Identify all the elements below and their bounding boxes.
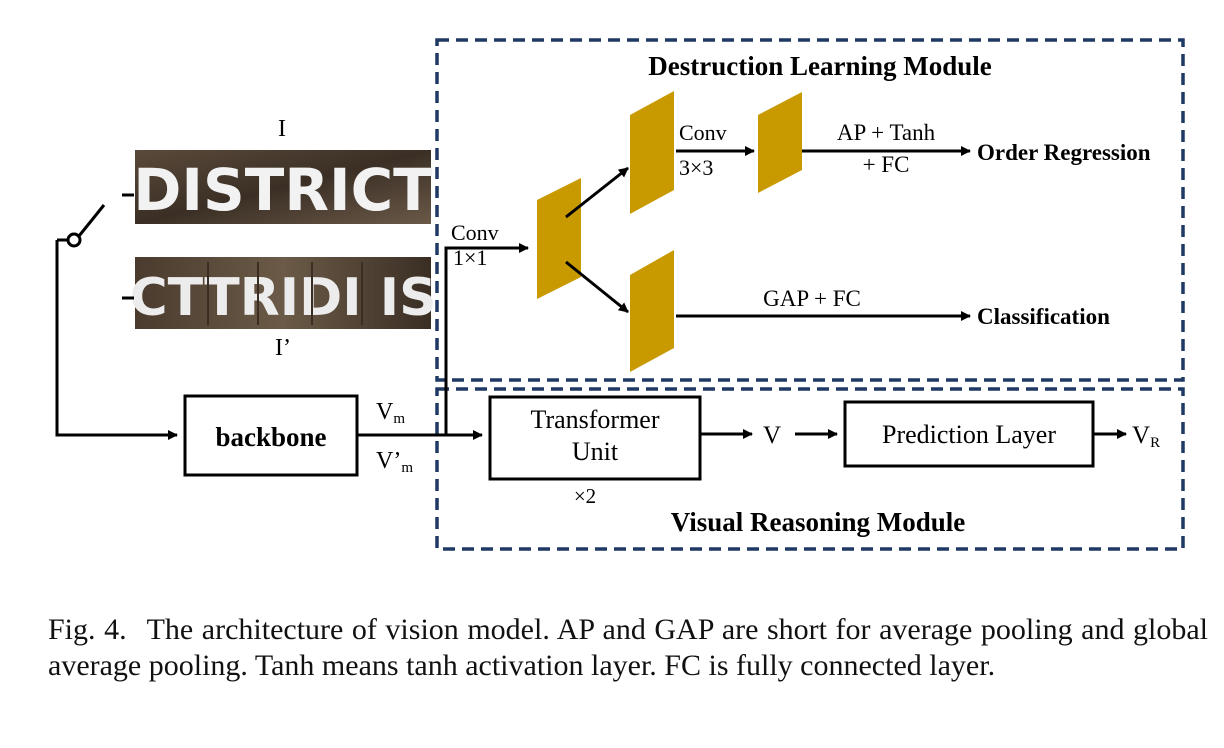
- transformer-unit-label-line1: Transformer: [530, 405, 659, 434]
- transformer-repeat-label: ×2: [574, 484, 596, 508]
- feature-map-order-conv: [758, 92, 802, 193]
- arrow-to-class-branch: [565, 260, 629, 314]
- svg-text:DISTRICT: DISTRICT: [133, 156, 433, 224]
- ap-tanh-label: AP + Tanh: [837, 120, 936, 145]
- figure-label: Fig. 4.: [48, 613, 127, 646]
- arrow-to-destruction-branch: [444, 243, 529, 435]
- feature-map-shared: [537, 178, 581, 299]
- conv1x1-label: Conv: [451, 220, 499, 245]
- conv3x3-kernel-label: 3×3: [679, 155, 713, 180]
- feature-map-class-branch: [630, 250, 674, 372]
- transformer-unit-label-line2: Unit: [572, 437, 619, 466]
- conv1x1-kernel-label: 1×1: [453, 245, 487, 270]
- arrow-switch-to-backbone: [55, 240, 178, 440]
- input-switch: [57, 193, 134, 300]
- visual-module-title: Visual Reasoning Module: [671, 507, 966, 537]
- transformer-unit-block: [488, 395, 702, 481]
- visual-module-border: [435, 387, 1185, 551]
- prediction-layer-label: Prediction Layer: [882, 420, 1056, 449]
- vr-label: VR: [1132, 422, 1160, 451]
- feature-map-order-branch: [630, 91, 674, 214]
- figure-caption-text: The architecture of vision model. AP and…: [48, 613, 1208, 682]
- figure-caption: Fig. 4.The architecture of vision model.…: [48, 612, 1208, 684]
- vm-label: Vm: [376, 399, 405, 427]
- order-regression-output: Order Regression: [977, 140, 1151, 165]
- destructed-image: CTTRIDI IS: [129, 257, 437, 329]
- fc-label: + FC: [863, 152, 910, 177]
- destruction-module-title: Destruction Learning Module: [648, 51, 992, 81]
- destructed-image-label: I’: [275, 335, 291, 361]
- svg-text:CTTRIDI IS: CTTRIDI IS: [129, 268, 436, 328]
- classification-output: Classification: [977, 304, 1110, 329]
- arrow-to-order-branch: [565, 166, 629, 219]
- v-label: V: [763, 422, 781, 449]
- input-image: DISTRICT: [133, 150, 433, 224]
- destruction-module-border: [435, 38, 1185, 382]
- vm-prime-label: V’m: [376, 448, 413, 476]
- backbone-label: backbone: [215, 422, 326, 452]
- conv3x3-label: Conv: [679, 120, 727, 145]
- input-image-label: I: [278, 116, 286, 142]
- gap-fc-label: GAP + FC: [763, 286, 861, 311]
